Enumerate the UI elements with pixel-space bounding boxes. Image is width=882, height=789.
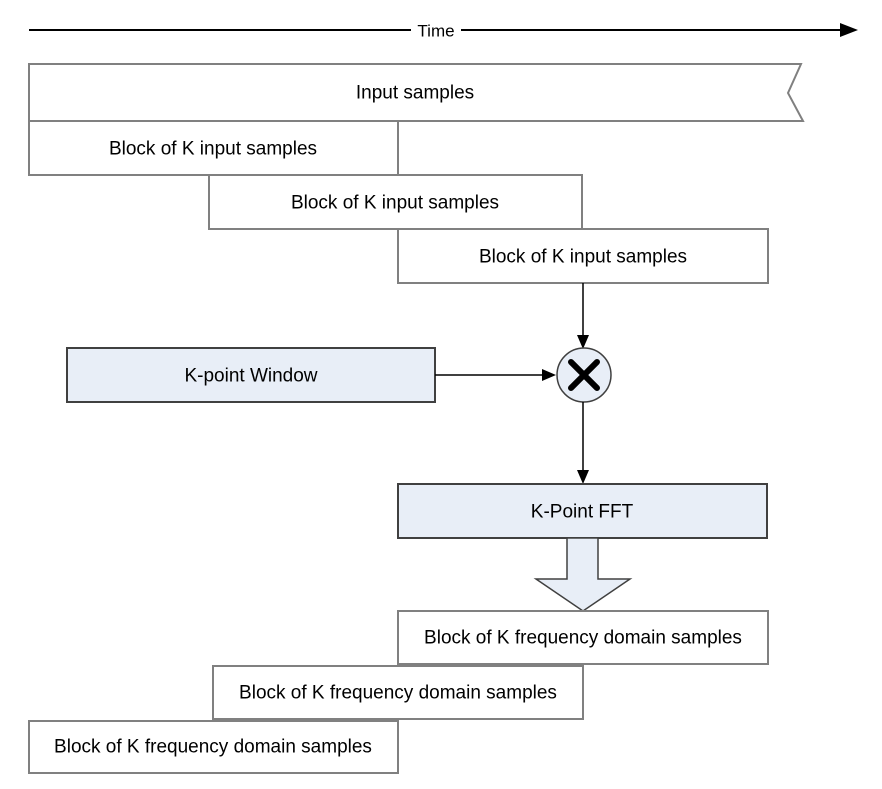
- input-block-1: Block of K input samples: [28, 120, 399, 176]
- freq-block-2: Block of K frequency domain samples: [212, 665, 584, 720]
- arrow-right-icon: [840, 23, 858, 37]
- connector-block-to-multiply: [577, 283, 589, 349]
- block-arrow-down-icon: [533, 537, 633, 612]
- freq-block-1-label: Block of K frequency domain samples: [424, 628, 742, 649]
- freq-block-3: Block of K frequency domain samples: [28, 720, 399, 774]
- arrow-down-icon: [577, 335, 589, 349]
- fft-box-shape: [397, 483, 768, 539]
- multiply-node: [556, 347, 612, 403]
- input-samples-label: Input samples: [356, 83, 474, 104]
- fft-output-arrow: [533, 537, 633, 612]
- input-block-3-shape: [397, 228, 769, 284]
- input-samples-box: Input samples: [28, 63, 805, 122]
- input-block-3: Block of K input samples: [397, 228, 769, 284]
- input-block-2-label: Block of K input samples: [291, 193, 499, 214]
- multiply-icon: [568, 359, 600, 391]
- connector-multiply-to-fft: [577, 402, 589, 484]
- arrow-down-icon: [577, 470, 589, 484]
- freq-block-3-label: Block of K frequency domain samples: [54, 737, 372, 758]
- freq-block-3-shape: [28, 720, 399, 774]
- time-axis: Time: [29, 20, 858, 41]
- arrow-right-icon: [542, 369, 556, 381]
- input-block-3-label: Block of K input samples: [479, 247, 687, 268]
- freq-block-2-label: Block of K frequency domain samples: [239, 683, 557, 704]
- connector-window-to-multiply: [435, 369, 556, 381]
- window-box: K-point Window: [66, 347, 436, 403]
- input-block-2: Block of K input samples: [208, 174, 583, 230]
- input-block-2-shape: [208, 174, 583, 230]
- freq-block-2-shape: [212, 665, 584, 720]
- input-block-1-label: Block of K input samples: [109, 139, 317, 160]
- fft-box-label: K-Point FFT: [531, 502, 634, 523]
- freq-block-1-shape: [397, 610, 769, 665]
- input-block-1-shape: [28, 120, 399, 176]
- window-box-label: K-point Window: [184, 366, 317, 387]
- time-axis-label: Time: [417, 22, 454, 41]
- time-label-background: [411, 20, 461, 40]
- input-samples-shape: [28, 63, 805, 122]
- fft-box: K-Point FFT: [397, 483, 768, 539]
- freq-block-1: Block of K frequency domain samples: [397, 610, 769, 665]
